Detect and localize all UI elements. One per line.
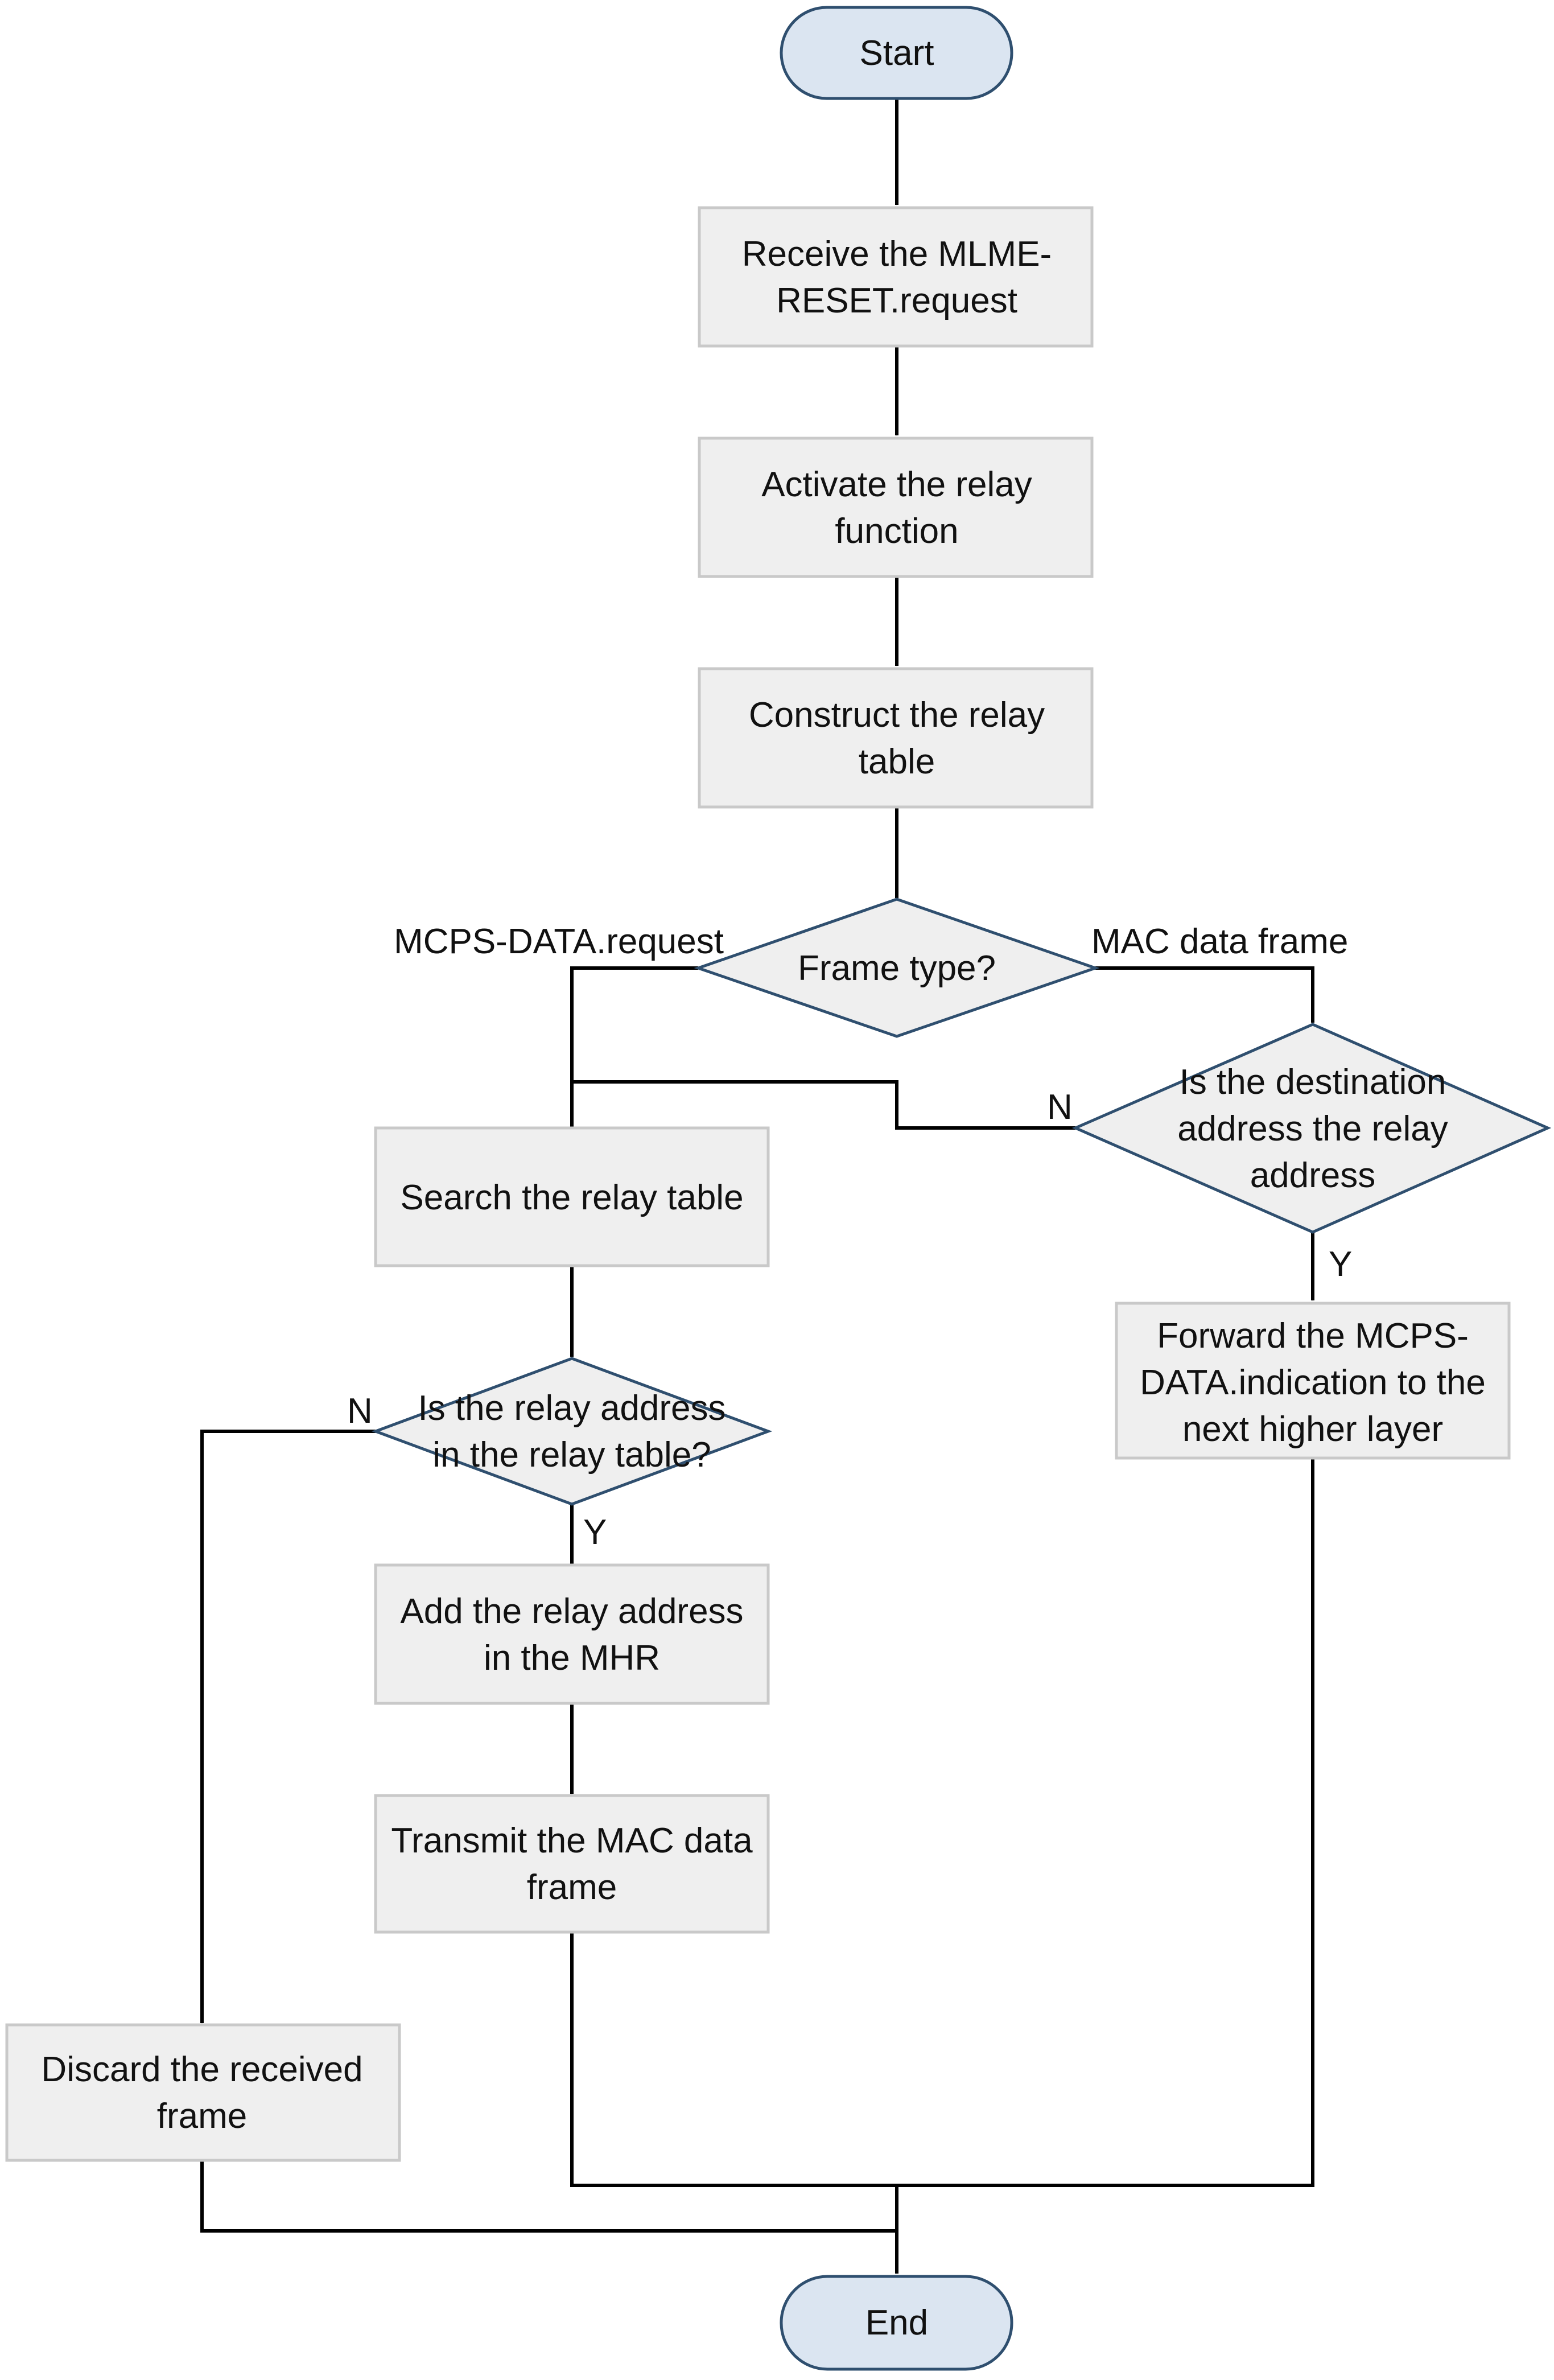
node-receive-reset: Receive the MLME- RESET.request	[698, 206, 1094, 348]
frame-type-label: Frame type?	[798, 949, 996, 988]
construct-table-box	[698, 667, 1094, 809]
relay-in-table-diamond	[371, 1357, 773, 1506]
label-dest-no: N	[1047, 1088, 1073, 1127]
search-table-label: Search the relay table	[400, 1178, 743, 1217]
discard-frame-box	[5, 2023, 401, 2162]
relay-in-table-line-2: in the relay table?	[432, 1435, 711, 1475]
activate-relay-line-1: Activate the relay	[761, 465, 1032, 504]
activate-relay-line-2: function	[835, 512, 958, 551]
forward-indication-line-2: DATA.indication to the	[1140, 1363, 1486, 1402]
node-discard-frame: Discard the received frame	[5, 2023, 401, 2162]
relay-in-table-line-1: Is the relay address	[418, 1389, 726, 1428]
forward-indication-box	[1115, 1302, 1511, 1460]
edge-frametype-to-destcheck	[1095, 966, 1314, 1023]
label-dest-yes: Y	[1329, 1245, 1352, 1284]
transmit-frame-line-1: Transmit the MAC data	[391, 1821, 753, 1860]
add-relay-mhr-box	[374, 1563, 770, 1705]
start-label: Start	[860, 34, 934, 73]
edge-frametype-to-search	[570, 966, 698, 1129]
receive-reset-line-1: Receive the MLME-	[742, 234, 1052, 274]
node-activate-relay: Activate the relay function	[698, 437, 1094, 578]
edge-destcheck-no-to-search	[571, 1080, 1075, 1130]
node-frame-type: Frame type?	[694, 897, 1100, 1038]
node-transmit-frame: Transmit the MAC data frame	[374, 1794, 770, 1934]
edge-relaycheck-no-to-discard	[200, 1430, 376, 2024]
activate-relay-box	[698, 437, 1094, 578]
transmit-frame-box	[374, 1794, 770, 1934]
construct-table-line-1: Construct the relay	[749, 695, 1045, 735]
discard-frame-line-1: Discard the received	[41, 2050, 362, 2089]
node-add-relay-mhr: Add the relay address in the MHR	[374, 1563, 770, 1705]
connectors	[200, 98, 1314, 2274]
dest-is-relay-line-2: address the relay	[1177, 1109, 1448, 1148]
label-table-yes: Y	[583, 1513, 607, 1552]
dest-is-relay-diamond	[1071, 1023, 1552, 1234]
node-construct-table: Construct the relay table	[698, 667, 1094, 809]
end-terminator	[780, 2275, 1013, 2371]
search-table-box	[374, 1126, 770, 1267]
node-end: End	[780, 2275, 1013, 2371]
edge-labels: MCPS-DATA.request MAC data frame N Y N Y	[347, 922, 1352, 1552]
start-terminator	[780, 6, 1013, 100]
label-table-no: N	[347, 1391, 373, 1431]
receive-reset-box	[698, 206, 1094, 348]
dest-is-relay-line-3: address	[1250, 1156, 1376, 1195]
edge-transmit-to-merge	[570, 1458, 1314, 2187]
discard-frame-line-2: frame	[157, 2097, 247, 2136]
node-dest-is-relay: Is the destination address the relay add…	[1071, 1023, 1552, 1234]
frame-type-diamond	[694, 897, 1100, 1038]
node-search-table: Search the relay table	[374, 1126, 770, 1267]
end-label: End	[865, 2303, 928, 2342]
dest-is-relay-line-1: Is the destination	[1180, 1063, 1446, 1102]
forward-indication-line-3: next higher layer	[1182, 1410, 1443, 1449]
receive-reset-line-2: RESET.request	[776, 281, 1017, 320]
add-relay-mhr-line-1: Add the relay address	[400, 1592, 743, 1631]
add-relay-mhr-line-2: in the MHR	[484, 1638, 660, 1678]
forward-indication-line-1: Forward the MCPS-	[1157, 1316, 1469, 1356]
construct-table-line-2: table	[859, 742, 935, 781]
label-mac-data-frame: MAC data frame	[1091, 922, 1348, 961]
node-forward-indication: Forward the MCPS- DATA.indication to the…	[1115, 1302, 1511, 1460]
label-mcps-data-request: MCPS-DATA.request	[394, 922, 724, 961]
transmit-frame-line-2: frame	[527, 1868, 617, 1907]
node-relay-in-table: Is the relay address in the relay table?	[371, 1357, 773, 1506]
node-start: Start	[780, 6, 1013, 100]
edge-discard-to-end	[200, 2160, 897, 2233]
